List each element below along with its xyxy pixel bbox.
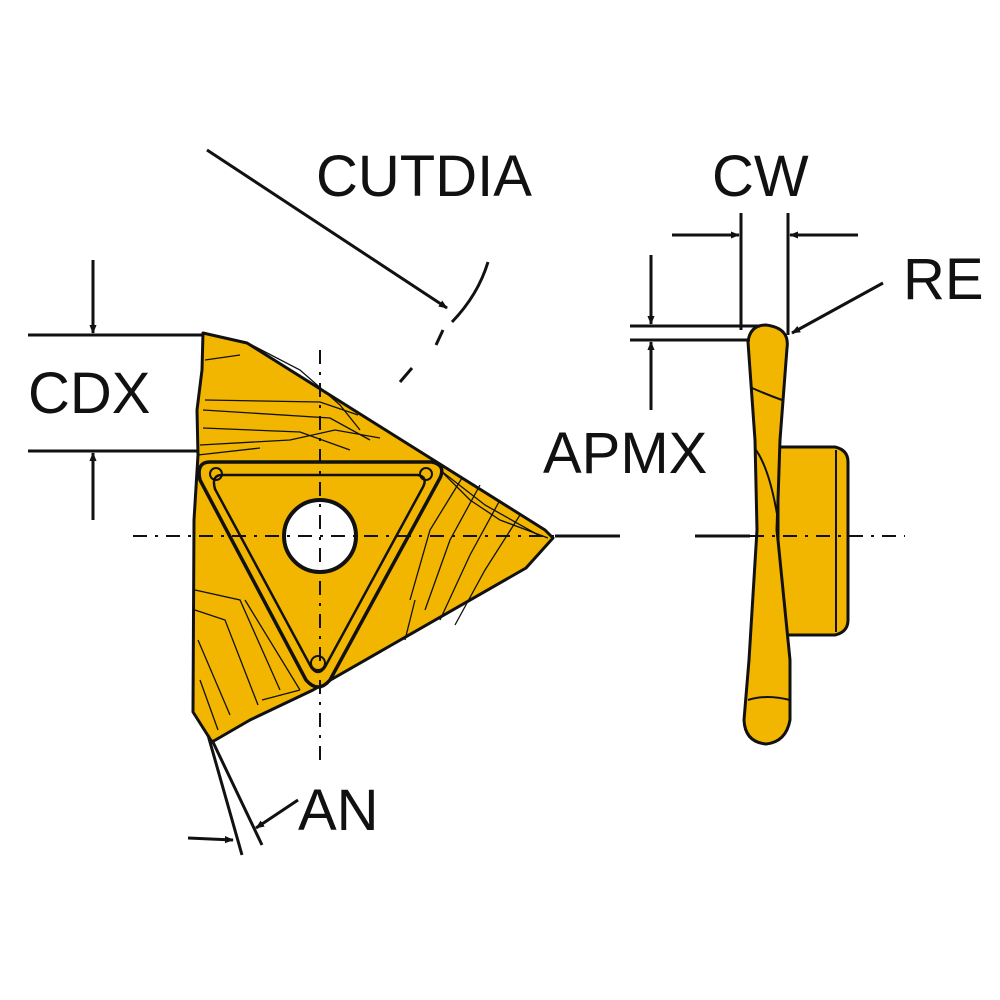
insert-side-view	[695, 323, 905, 746]
label-cutdia: CUTDIA	[316, 144, 532, 209]
cdx-dimension	[28, 260, 203, 520]
label-apmx: APMX	[543, 421, 707, 486]
label-an: AN	[298, 778, 379, 843]
cutdia-dimension	[206, 148, 490, 383]
label-cdx: CDX	[28, 361, 150, 426]
label-re: RE	[903, 247, 984, 312]
re-dimension	[791, 281, 884, 335]
an-dimension	[187, 734, 299, 856]
insert-front-view	[133, 331, 620, 760]
apmx-dimension	[630, 255, 760, 410]
label-cw: CW	[712, 144, 809, 209]
side-blade	[742, 323, 792, 746]
cw-dimension	[672, 213, 858, 335]
side-boss	[776, 445, 850, 637]
